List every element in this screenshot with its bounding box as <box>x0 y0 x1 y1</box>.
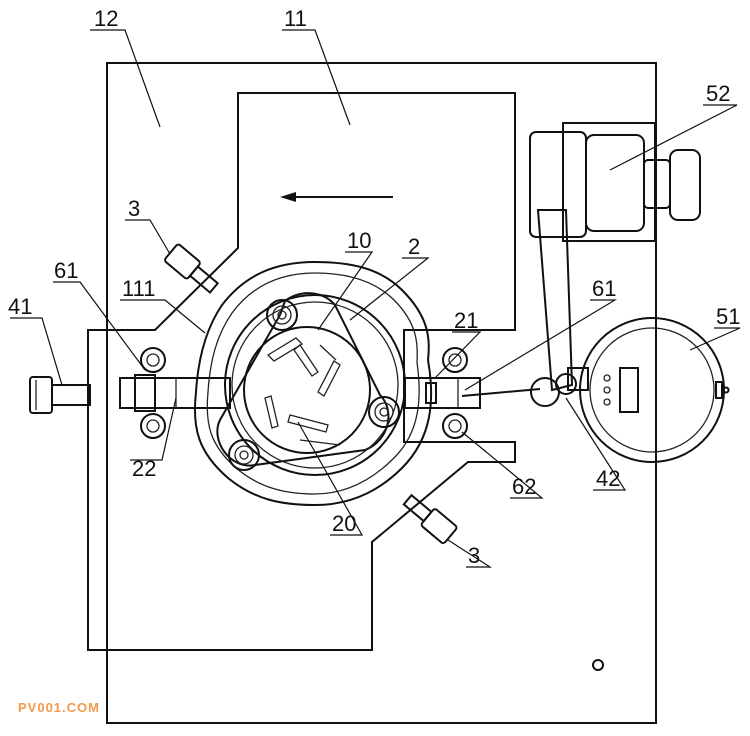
flange <box>216 292 406 476</box>
carrier-plate <box>87 92 516 651</box>
watermark: PV001.COM <box>18 700 100 715</box>
clamp-bolts <box>140 347 468 439</box>
workpiece <box>193 260 433 507</box>
label-2: 2 <box>408 234 420 259</box>
gauge-arm <box>461 209 577 407</box>
label-3-lower: 3 <box>468 543 480 568</box>
label-42: 42 <box>596 466 620 491</box>
direction-arrow <box>280 192 393 202</box>
label-61-right: 61 <box>592 276 616 301</box>
magnetic-base <box>529 122 701 242</box>
label-52: 52 <box>706 81 730 106</box>
label-20: 20 <box>332 511 356 536</box>
label-41: 41 <box>8 294 32 319</box>
dial-gauge <box>567 317 730 463</box>
left-adjust-screw <box>29 376 91 414</box>
label-10: 10 <box>347 228 371 253</box>
label-62: 62 <box>512 474 536 499</box>
leader-lines <box>10 29 741 568</box>
label-3-upper: 3 <box>128 196 140 221</box>
label-12: 12 <box>94 6 118 31</box>
left-clamp <box>119 374 231 412</box>
label-21: 21 <box>454 308 478 333</box>
lower-angled-screw <box>402 493 458 544</box>
right-clamp <box>404 377 481 409</box>
label-11: 11 <box>284 6 307 31</box>
label-61-left: 61 <box>54 258 78 283</box>
flange-bolts <box>228 299 400 471</box>
label-111: 111 <box>122 276 155 301</box>
label-51: 51 <box>716 304 740 329</box>
upper-angled-screw <box>164 243 220 294</box>
label-22: 22 <box>132 456 156 481</box>
mounting-hole <box>592 659 604 671</box>
impeller-vanes <box>264 337 341 446</box>
base-plate <box>106 62 657 724</box>
